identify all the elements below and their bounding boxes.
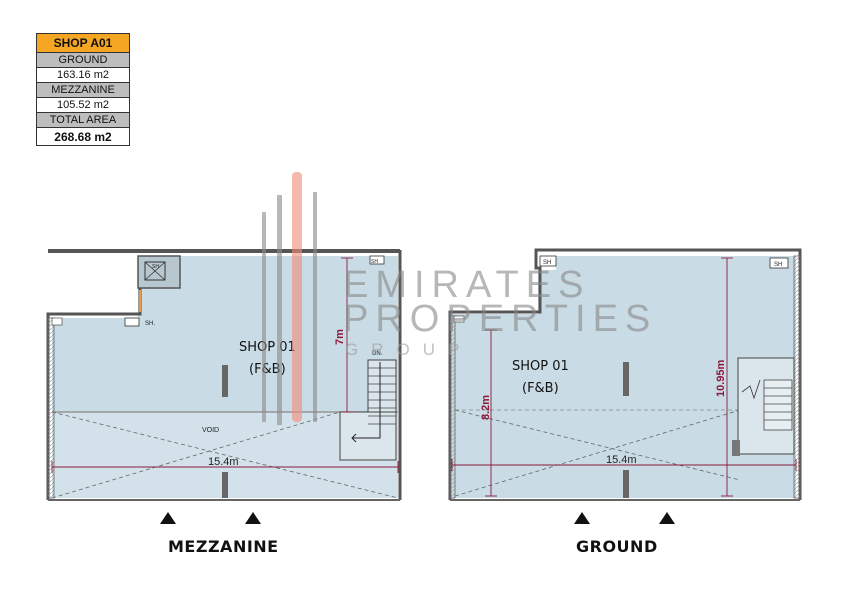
- sh-label-ground-1: SH: [543, 260, 551, 266]
- mezzanine-dimensions: [51, 257, 399, 473]
- sh-label-ground-2: SH: [774, 262, 782, 268]
- entrance-arrow-mezz-2: [245, 512, 261, 524]
- entrance-arrow-ground-2: [659, 512, 675, 524]
- mezzanine-shop-name: SHOP 01: [239, 340, 296, 355]
- ground-depth-left-dimension: 8.2m: [480, 395, 492, 420]
- void-label: VOID: [202, 427, 219, 434]
- entrance-arrow-mezz-1: [160, 512, 176, 524]
- ground-shop-use: (F&B): [522, 381, 559, 396]
- ground-dimensions: [451, 257, 797, 497]
- area-summary-table: SHOP A01 GROUND 163.16 m2 MEZZANINE 105.…: [36, 33, 130, 146]
- entrance-arrow-ground-1: [574, 512, 590, 524]
- ground-width-dimension: 15.4m: [606, 454, 637, 466]
- mezzanine-shop-use: (F&B): [249, 362, 286, 377]
- mezzanine-caption: MEZZANINE: [168, 537, 279, 556]
- mezzanine-width-dimension: 15.4m: [208, 456, 239, 468]
- watermark-logo: EMIRATES PROPERTIES GROUP: [262, 172, 657, 425]
- sh-label-mezz-1: SH: [152, 264, 159, 270]
- ground-depth-right-dimension: 10.95m: [715, 359, 727, 397]
- watermark-line-1: EMIRATES: [343, 264, 590, 306]
- mezzanine-depth-dimension: 7m: [334, 329, 346, 345]
- stair-down-label: DN: [372, 351, 381, 357]
- total-area-label: TOTAL AREA: [36, 112, 130, 128]
- ground-shop-name: SHOP 01: [512, 359, 569, 374]
- ground-plan: SH SH: [448, 248, 802, 524]
- unit-title: SHOP A01: [36, 33, 130, 53]
- ground-staircase: [732, 357, 795, 456]
- shaft-box: [137, 255, 181, 289]
- mezzanine-staircase: DN: [339, 351, 397, 461]
- sh-label-mezz-2: SH.: [145, 321, 155, 327]
- ground-label: GROUND: [36, 52, 130, 68]
- mezzanine-label: MEZZANINE: [36, 82, 130, 98]
- ground-caption: GROUND: [576, 537, 658, 556]
- mezzanine-plan: SH SH SH. DN: [46, 249, 402, 524]
- watermark-line-2: PROPERTIES: [343, 298, 657, 340]
- ground-walls: [448, 248, 802, 500]
- watermark-line-3: GROUP: [345, 340, 472, 359]
- sh-label-mezz-3: SH: [371, 259, 378, 265]
- total-area-value: 268.68 m2: [36, 127, 130, 146]
